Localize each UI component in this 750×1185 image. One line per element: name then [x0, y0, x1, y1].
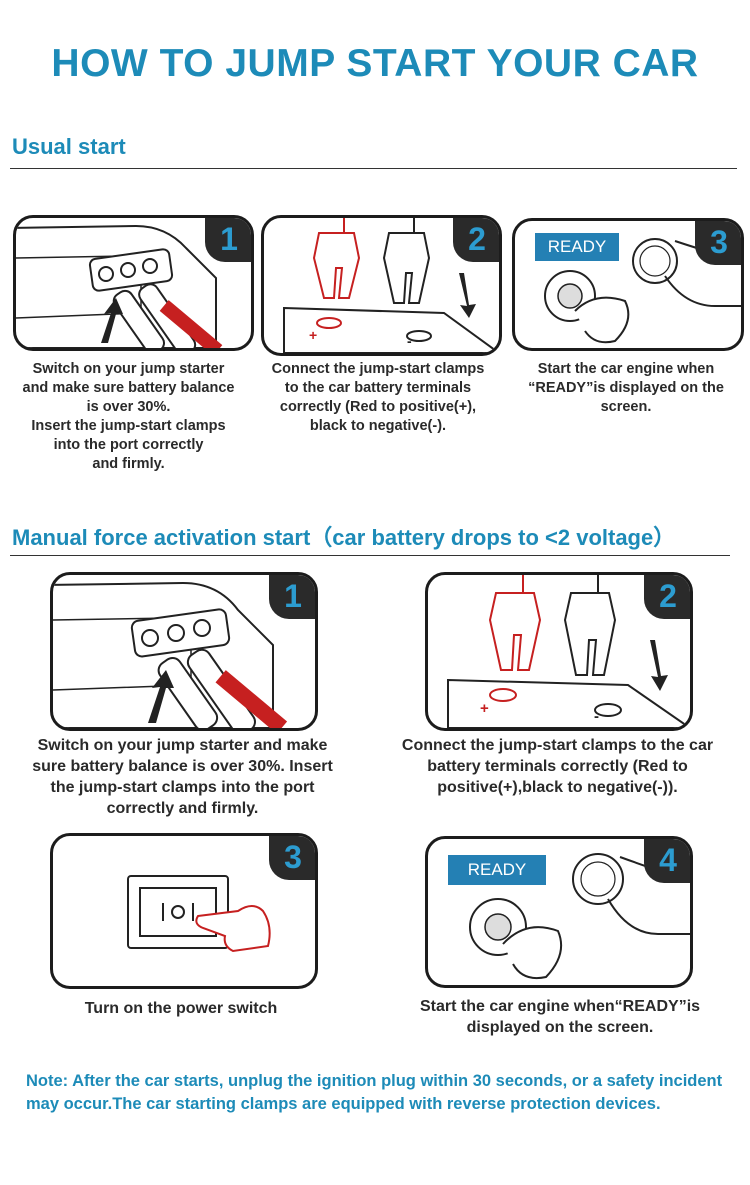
usual-step-2-caption: Connect the jump-start clamps to the car… [271, 361, 485, 434]
battery-clamps-icon: + - [447, 575, 690, 728]
safety-note: Note: After the car starts, unplug the i… [26, 1072, 723, 1113]
ready-indicator: READY [448, 855, 546, 885]
step-badge: 2 [644, 575, 690, 619]
manual-step-2-illustration: + - 2 [425, 572, 693, 731]
step-badge: 3 [695, 221, 741, 265]
usual-step-1-illustration: 1 [13, 215, 254, 351]
usual-start-heading: Usual start [12, 134, 126, 159]
manual-step-2-caption: Connect the jump-start clamps to the car… [401, 737, 714, 796]
manual-start-divider [10, 555, 730, 556]
usual-step-3-caption: Start the car engine when “READY”is disp… [528, 361, 724, 415]
step-badge: 4 [644, 839, 690, 883]
svg-text:-: - [594, 708, 599, 725]
battery-clamps-icon: + - [283, 218, 499, 353]
usual-step-3-illustration: READY 3 [512, 218, 744, 351]
manual-step-1-caption: Switch on your jump starter and make sur… [32, 737, 333, 817]
svg-text:-: - [407, 333, 412, 349]
step-badge: 1 [205, 218, 251, 262]
page-title: HOW TO JUMP START YOUR CAR [51, 42, 699, 85]
jump-starter-port-icon [16, 224, 223, 348]
manual-step-4-illustration: READY 4 [425, 836, 693, 988]
jump-starter-port-icon [53, 581, 288, 728]
step-badge: 2 [453, 218, 499, 262]
ready-indicator: READY [535, 233, 619, 261]
step-badge: 3 [269, 836, 315, 880]
usual-start-divider [10, 168, 737, 169]
manual-step-3-illustration: 3 [50, 833, 318, 989]
engine-start-icon [469, 853, 690, 980]
manual-step-1-illustration: 1 [50, 572, 318, 731]
step-badge: 1 [269, 575, 315, 619]
manual-step-3-caption: Turn on the power switch [84, 1000, 278, 1017]
power-switch-icon [127, 875, 271, 953]
manual-start-heading: Manual force activation start（car batter… [12, 525, 676, 550]
svg-text:+: + [309, 327, 317, 343]
usual-step-2-illustration: + - 2 [261, 215, 502, 356]
usual-step-1-caption: Switch on your jump starter and make sur… [22, 361, 235, 472]
manual-step-4-caption: Start the car engine when“READY”is displ… [419, 998, 701, 1036]
svg-text:+: + [480, 700, 489, 717]
